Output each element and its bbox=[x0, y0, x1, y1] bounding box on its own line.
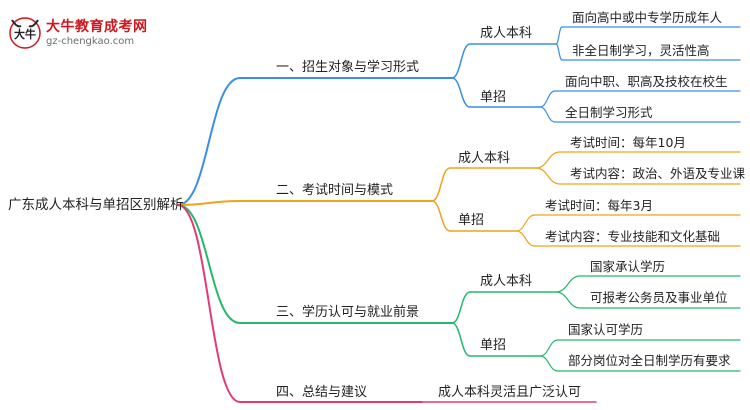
branch-2-topic: 二、考试时间与模式 bbox=[276, 183, 394, 198]
branch-3-sub-2-leaf-1: 国家认可学历 bbox=[568, 322, 644, 337]
branch-4-topic: 四、总结与建议 bbox=[276, 385, 368, 400]
branch-2-sub-1-connector bbox=[431, 167, 451, 202]
branch-1-sub-2-leaf-1-connector bbox=[539, 90, 556, 108]
branch-1-topic: 一、招生对象与学习形式 bbox=[276, 60, 420, 75]
branch-3-connector bbox=[177, 204, 241, 324]
branch-3-sub-1: 成人本科 bbox=[480, 274, 533, 289]
branch-1-sub-2-leaf-1: 面向中职、职高及技校在校生 bbox=[565, 74, 728, 89]
branch-3-sub-1-leaf-1-connector bbox=[555, 275, 581, 293]
branch-2-connector bbox=[177, 200, 241, 206]
branch-3-sub-2-leaf-1-connector bbox=[539, 339, 559, 357]
branch-1-sub-1-leaf-1-connector bbox=[555, 26, 563, 45]
branch-2-sub-2-leaf-2: 考试内容：专业技能和文化基础 bbox=[545, 229, 721, 244]
logo-mark-text: 大牛 bbox=[14, 27, 36, 41]
branch-1-sub-2-leaf-2: 全日制学习形式 bbox=[565, 105, 653, 120]
branch-3-sub-1-leaf-2-connector bbox=[555, 291, 581, 309]
branch-2-sub-2-leaf-2-connector bbox=[515, 230, 536, 247]
branch-2-sub-2-leaf-1: 考试时间：每年3月 bbox=[545, 198, 653, 213]
branch-1-sub-1: 成人本科 bbox=[480, 26, 533, 41]
branch-3-sub-2-leaf-2: 部分岗位对全日制学历有要求 bbox=[568, 353, 731, 368]
branch-2-sub-2-leaf-1-connector bbox=[515, 214, 536, 232]
branch-3-sub-2-leaf-2-connector bbox=[539, 355, 559, 372]
branch-4-connector bbox=[177, 204, 241, 403]
bull-head-icon: 大牛 bbox=[9, 17, 41, 49]
site-logo[interactable]: 大牛 大牛教育成考网 gz-chengkao.com bbox=[8, 14, 178, 54]
branch-1-sub-1-leaf-2: 非全日制学习，灵活性高 bbox=[572, 43, 710, 58]
branch-3-sub-2: 单招 bbox=[480, 338, 507, 353]
branch-3-topic: 三、学历认可与就业前景 bbox=[276, 305, 420, 320]
branch-3-sub-1-leaf-1: 国家承认学历 bbox=[590, 259, 666, 274]
branch-2-sub-1: 成人本科 bbox=[458, 151, 511, 166]
branch-2-sub-1-leaf-2-connector bbox=[535, 167, 561, 185]
branch-1-sub-2-connector bbox=[451, 77, 471, 108]
branch-2-sub-2: 单招 bbox=[458, 213, 485, 228]
branch-3-sub-2-connector bbox=[451, 322, 471, 357]
branch-2-sub-1-leaf-1-connector bbox=[535, 151, 561, 169]
branch-2-sub-1-leaf-2: 考试内容：政治、外语及专业课 bbox=[570, 166, 746, 181]
logo-title: 大牛教育成考网 bbox=[46, 19, 148, 35]
branch-3-sub-1-leaf-2: 可报考公务员及事业单位 bbox=[590, 290, 728, 305]
branch-4-sub-1: 成人本科灵活且广泛认可 bbox=[438, 385, 582, 400]
branch-3-sub-1-connector bbox=[451, 291, 471, 324]
branch-2-sub-2-connector bbox=[431, 200, 451, 232]
branch-2-sub-1-leaf-1: 考试时间：每年10月 bbox=[570, 135, 686, 150]
branch-1-sub-2: 单招 bbox=[480, 90, 507, 105]
branch-1-sub-1-connector bbox=[451, 43, 471, 79]
branch-1-sub-1-leaf-2-connector bbox=[555, 43, 563, 61]
branch-1-sub-1-leaf-1: 面向高中或中专学历成年人 bbox=[572, 10, 723, 25]
branch-1-connector bbox=[177, 77, 241, 206]
branch-1-sub-2-leaf-2-connector bbox=[539, 106, 556, 123]
logo-url: gz-chengkao.com bbox=[46, 36, 135, 47]
root-topic: 广东成人本科与单招区别解析 bbox=[8, 197, 184, 213]
